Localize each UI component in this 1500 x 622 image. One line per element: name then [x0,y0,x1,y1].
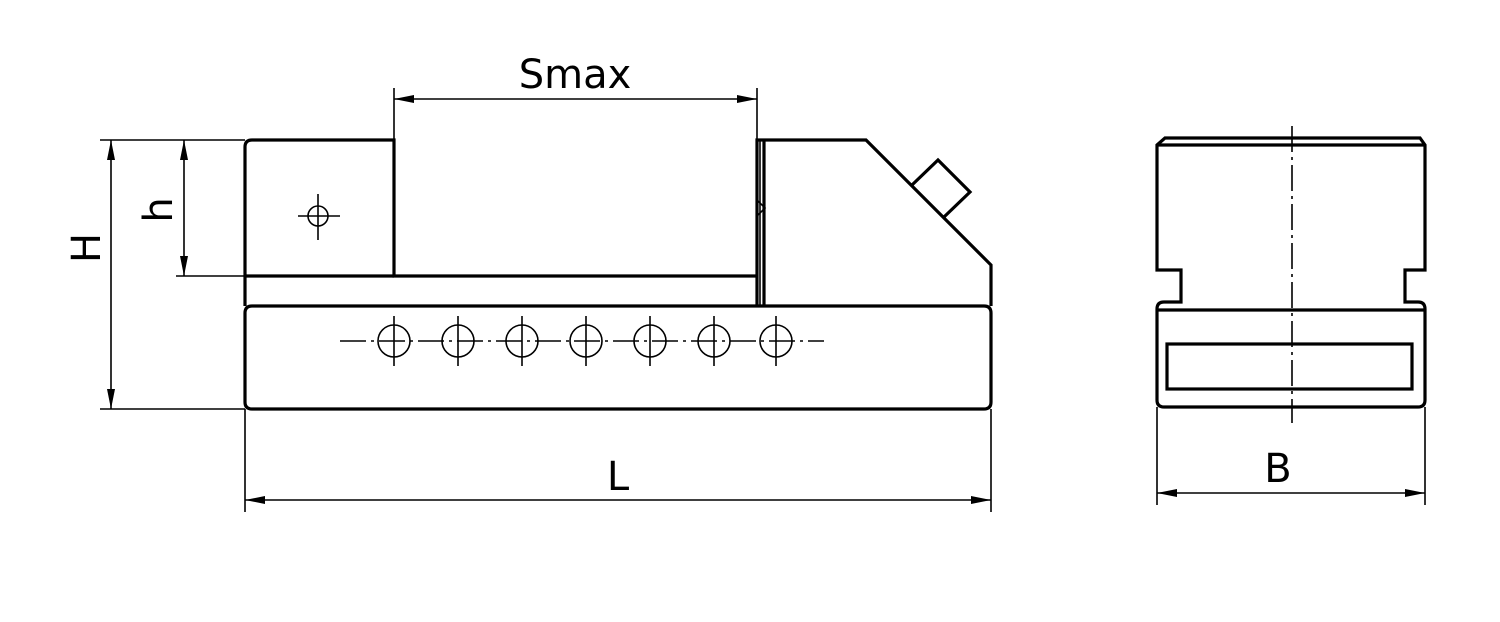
hole-2 [441,316,475,366]
end-view-slot [1165,342,1414,391]
h-label: h [136,197,182,222]
dimension-L: L [244,409,992,512]
dimension-h: h [136,140,245,277]
crosshair-mark [298,194,340,240]
B-label: B [1264,446,1291,492]
hole-7 [759,316,793,366]
mounting-holes [340,316,824,366]
movable-jaw [755,138,993,306]
hole-1 [377,316,411,366]
dimension-H: H [64,139,245,410]
hole-3 [505,316,539,366]
jaw-notch [756,199,767,217]
dimension-B: B [1156,407,1426,505]
end-view: B [1155,126,1427,505]
side-view: Smax H h L [64,52,993,512]
dimension-smax: Smax [393,52,758,140]
smax-label: Smax [519,52,632,98]
vise-base [243,304,993,411]
spindle-knob [910,157,973,219]
L-label: L [607,454,630,500]
H-label: H [64,233,110,263]
fixed-jaw [243,138,757,306]
hole-6 [697,316,731,366]
hole-5 [633,316,667,366]
end-view-top-block [1155,136,1427,409]
hole-4 [569,316,603,366]
